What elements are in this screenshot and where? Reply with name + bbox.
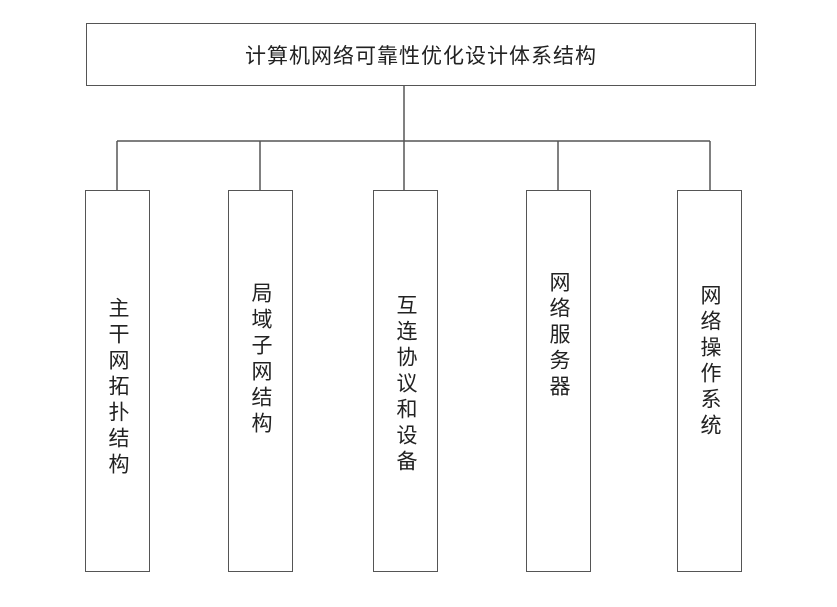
child-node-backbone-topology: 主干网拓扑结构: [85, 190, 150, 572]
child-node-network-server: 网络服务器: [526, 190, 591, 572]
child-node-label: 主干网拓扑结构: [106, 297, 130, 479]
child-node-label: 互连协议和设备: [394, 294, 418, 476]
child-node-label: 局域子网结构: [249, 282, 273, 438]
root-node: 计算机网络可靠性优化设计体系结构: [86, 23, 756, 86]
root-node-label: 计算机网络可靠性优化设计体系结构: [245, 43, 597, 68]
child-node-label: 网络操作系统: [698, 284, 722, 440]
child-node-interconnect-protocols: 互连协议和设备: [373, 190, 438, 572]
child-node-network-os: 网络操作系统: [677, 190, 742, 572]
child-node-label: 网络服务器: [547, 271, 571, 401]
child-node-lan-subnet: 局域子网结构: [228, 190, 293, 572]
